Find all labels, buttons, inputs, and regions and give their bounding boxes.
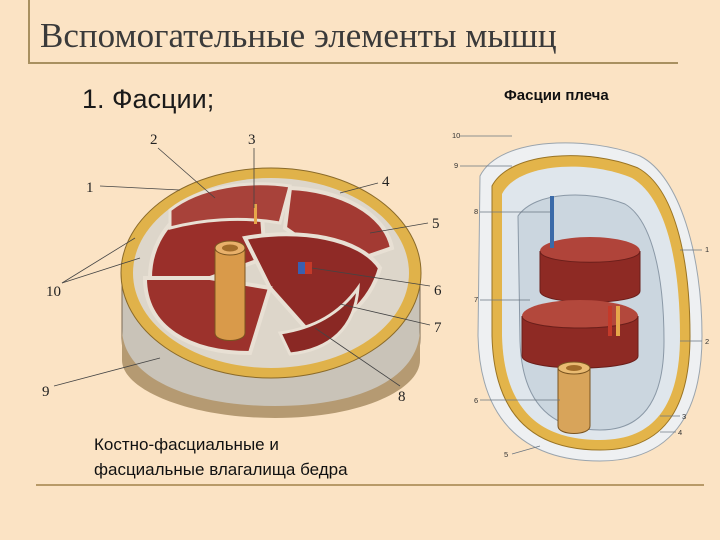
right-label-7: 7 (474, 295, 478, 304)
right-label-2: 2 (705, 337, 709, 346)
right-label-1: 1 (705, 245, 709, 254)
thigh-cross-section-illustration: 1 2 3 4 5 6 7 8 9 10 (42, 132, 442, 418)
right-label-5: 5 (504, 450, 508, 459)
right-label-10: 10 (452, 131, 460, 140)
left-label-1: 1 (86, 180, 94, 196)
bottom-caption: Костно-фасциальные и фасциальные влагали… (94, 432, 348, 482)
left-label-4: 4 (382, 174, 390, 190)
bottom-caption-line-2: фасциальные влагалища бедра (94, 460, 348, 479)
right-figure-caption: Фасции плеча (504, 87, 609, 104)
frame-line-vertical (28, 0, 30, 64)
left-label-3: 3 (248, 132, 256, 148)
left-label-6: 6 (434, 283, 442, 299)
slide-title: Вспомогательные элементы мышц (40, 16, 557, 55)
right-label-6: 6 (474, 396, 478, 405)
left-label-7: 7 (434, 320, 442, 336)
left-label-9: 9 (42, 384, 50, 400)
arm-fascia-figure: 10 9 8 7 6 1 2 3 4 5 (440, 116, 716, 476)
right-label-8: 8 (474, 207, 478, 216)
right-label-4: 4 (678, 428, 682, 437)
bottom-rule (36, 484, 704, 486)
left-label-8: 8 (398, 389, 406, 405)
arm-fascia-illustration: 10 9 8 7 6 1 2 3 4 5 (452, 131, 709, 462)
left-label-10: 10 (46, 284, 61, 300)
left-label-2: 2 (150, 132, 158, 148)
thigh-cross-section-figure: 1 2 3 4 5 6 7 8 9 10 (40, 128, 460, 418)
bottom-caption-line-1: Костно-фасциальные и (94, 435, 279, 454)
left-label-5: 5 (432, 216, 440, 232)
slide-subtitle: 1. Фасции; (82, 84, 215, 114)
right-label-9: 9 (454, 161, 458, 170)
frame-line-horizontal (28, 62, 678, 64)
right-label-3: 3 (682, 412, 686, 421)
